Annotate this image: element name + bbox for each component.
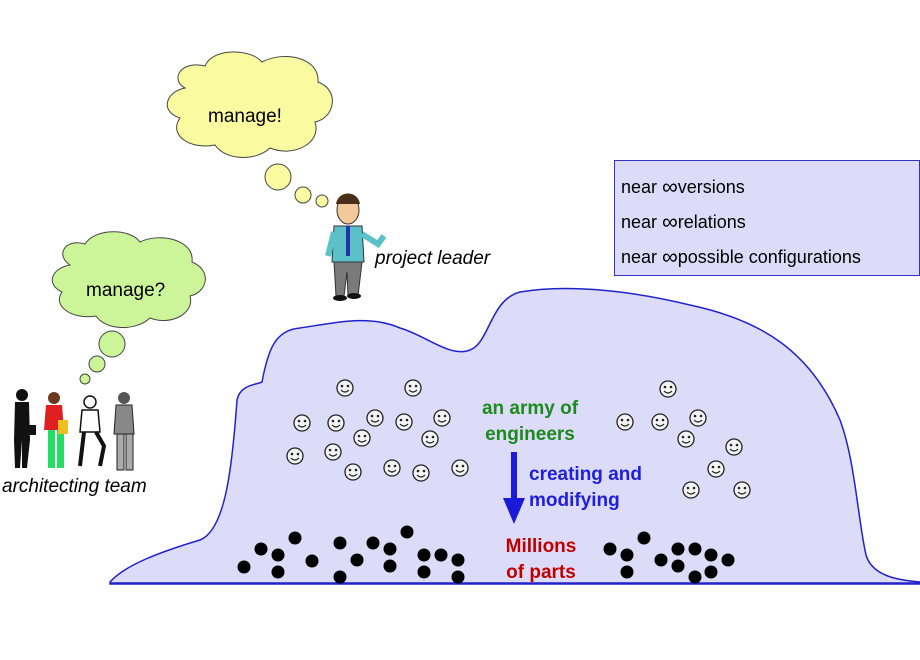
smiley-face-icon [324,443,342,461]
part-dot [637,531,651,545]
legend-row-versions: near ∞versions [621,173,745,199]
part-dot [237,560,251,574]
infinity-symbol: ∞ [662,174,678,199]
smiley-face-icon [659,380,677,398]
architect-thought-cloud [51,231,206,385]
army-line-2: engineers [485,424,575,445]
legend-box: near ∞versions near ∞relations near ∞pos… [614,160,920,276]
smiley-face-icon [433,409,451,427]
part-dot [671,559,685,573]
part-dot [417,548,431,562]
part-dot [620,548,634,562]
smiley-face-icon [383,459,401,477]
smiley-face-icon [404,379,422,397]
army-label: an army of engineers [470,396,590,448]
part-dot [671,542,685,556]
mountain-shape [109,287,920,585]
legend-row-relations: near ∞relations [621,208,746,234]
legend-text: versions [677,177,745,197]
part-dot [704,548,718,562]
infinity-symbol: ∞ [662,244,678,269]
engineer-smileys [286,379,751,499]
architect-thought-text: manage? [86,280,166,301]
part-dot [333,536,347,550]
part-dot [271,565,285,579]
army-line-1: an army of [481,398,579,419]
part-dot [350,553,364,567]
smiley-face-icon [344,463,362,481]
part-dot [366,536,380,550]
smiley-face-icon [293,414,311,432]
part-dot [654,553,668,567]
parts-dots [237,525,735,584]
action-line-2: modifying [529,490,620,511]
part-dot [688,570,702,584]
smiley-face-icon [451,459,469,477]
part-dot [603,542,617,556]
legend-text: relations [677,212,746,232]
part-dot [451,570,465,584]
part-dot [305,554,319,568]
parts-line-2: of parts [506,562,576,583]
down-arrow [503,452,525,524]
project-leader-thought-text: manage! [208,106,282,127]
parts-line-1: Millions [505,536,577,557]
part-dot [451,553,465,567]
legend-row-configurations: near ∞possible configurations [621,243,861,269]
smiley-face-icon [733,481,751,499]
legend-prefix: near [621,177,658,197]
part-dot [271,548,285,562]
smiley-face-icon [353,429,371,447]
part-dot [254,542,268,556]
smiley-face-icon [725,438,743,456]
architecting-team-label: architecting team [2,476,147,497]
smiley-face-icon [336,379,354,397]
action-label: creating and modifying [529,462,642,514]
smiley-face-icon [395,413,413,431]
legend-text: possible configurations [677,247,861,267]
smiley-face-icon [286,447,304,465]
smiley-face-icon [651,413,669,431]
part-dot [333,570,347,584]
action-line-1: creating and [529,464,642,485]
project-leader-label: project leader [375,248,491,269]
legend-prefix: near [621,212,658,232]
smiley-face-icon [421,430,439,448]
project-leader-thought-cloud [167,51,333,208]
part-dot [434,548,448,562]
part-dot [688,542,702,556]
part-dot [383,542,397,556]
part-dot [383,559,397,573]
project-leader-figure [325,193,387,301]
part-dot [620,565,634,579]
smiley-face-icon [689,409,707,427]
architecting-team-figures [14,389,135,471]
smiley-face-icon [677,430,695,448]
parts-label: Millions of parts [494,534,588,586]
legend-prefix: near [621,247,658,267]
part-dot [721,553,735,567]
smiley-face-icon [616,413,634,431]
smiley-face-icon [707,460,725,478]
part-dot [417,565,431,579]
infinity-symbol: ∞ [662,209,678,234]
part-dot [704,565,718,579]
smiley-face-icon [412,464,430,482]
smiley-face-icon [366,409,384,427]
part-dot [400,525,414,539]
smiley-face-icon [682,481,700,499]
smiley-face-icon [327,414,345,432]
part-dot [288,531,302,545]
